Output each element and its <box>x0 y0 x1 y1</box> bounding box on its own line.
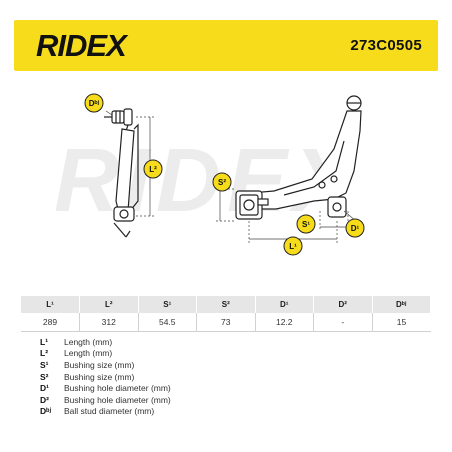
arm-top-view <box>235 95 362 220</box>
technical-drawing: RIDEX <box>14 71 438 286</box>
legend: L¹ Length (mm) L² Length (mm) S¹ Bushing… <box>40 336 171 417</box>
legend-description: Bushing size (mm) <box>64 371 135 382</box>
watermark-text: RIDEX <box>54 131 359 231</box>
legend-item: L¹ Length (mm) <box>40 336 171 348</box>
specs-header-cell: S² <box>196 296 256 313</box>
specs-table-wrap: L¹ L² S¹ S² D¹ D² Dᵇʲ 289 312 54.5 73 12… <box>21 296 431 332</box>
label-l1-text: L¹ <box>289 242 297 251</box>
label-d1: D¹ <box>345 218 365 238</box>
specs-value-cell: 12.2 <box>255 313 314 332</box>
dbj-leader <box>105 110 113 116</box>
label-s2-text: S² <box>218 178 226 187</box>
specs-header-cell: D² <box>313 296 373 313</box>
specs-header-cell: D¹ <box>255 296 314 313</box>
legend-symbol: Dᵇʲ <box>40 406 52 417</box>
specs-header-cell: Dᵇʲ <box>372 296 431 313</box>
label-s1: S¹ <box>296 214 316 234</box>
specs-header-cell: L¹ <box>21 296 80 313</box>
specs-value-cell: - <box>313 313 373 332</box>
specs-header-cell: S¹ <box>138 296 197 313</box>
label-dbj: Dᵇʲ <box>84 93 104 113</box>
label-dbj-text: Dᵇʲ <box>89 99 100 108</box>
legend-description: Length (mm) <box>64 348 113 359</box>
legend-symbol: S² <box>40 371 49 382</box>
legend-description: Length (mm) <box>64 336 113 347</box>
label-s2: S² <box>212 172 232 192</box>
legend-symbol: L¹ <box>40 336 49 347</box>
legend-item: S² Bushing size (mm) <box>40 371 171 383</box>
logo-text: RIDEX <box>36 30 129 60</box>
legend-item: D² Bushing hole diameter (mm) <box>40 394 171 406</box>
specs-value-cell: 15 <box>372 313 431 332</box>
legend-description: Bushing hole diameter (mm) <box>64 394 171 405</box>
legend-symbol: D² <box>40 394 49 405</box>
legend-symbol: D¹ <box>40 383 49 394</box>
specs-value-row: 289 312 54.5 73 12.2 - 15 <box>21 313 431 332</box>
specs-value-cell: 54.5 <box>138 313 197 332</box>
legend-description: Bushing hole diameter (mm) <box>64 383 171 394</box>
label-l2-text: L² <box>149 165 157 174</box>
specs-header-cell: L² <box>79 296 139 313</box>
specs-header-row: L¹ L² S¹ S² D¹ D² Dᵇʲ <box>21 296 431 313</box>
legend-symbol: L² <box>40 348 49 359</box>
legend-description: Ball stud diameter (mm) <box>64 406 155 417</box>
legend-symbol: S¹ <box>40 359 49 370</box>
ridex-logo: RIDEX <box>36 28 144 65</box>
arm-side-view <box>104 108 139 238</box>
label-d1-text: D¹ <box>351 224 360 233</box>
legend-item: L² Length (mm) <box>40 348 171 360</box>
label-l1: L¹ <box>283 236 303 256</box>
label-s1-text: S¹ <box>302 220 310 229</box>
part-number: 273C0505 <box>350 37 422 54</box>
legend-item: D¹ Bushing hole diameter (mm) <box>40 382 171 394</box>
specs-value-cell: 289 <box>21 313 80 332</box>
header-bar: RIDEX 273C0505 <box>14 20 438 71</box>
specs-value-cell: 73 <box>196 313 256 332</box>
legend-description: Bushing size (mm) <box>64 359 135 370</box>
label-l2: L² <box>143 159 163 179</box>
specs-value-cell: 312 <box>79 313 139 332</box>
legend-item: Dᵇʲ Ball stud diameter (mm) <box>40 406 171 418</box>
legend-item: S¹ Bushing size (mm) <box>40 359 171 371</box>
specs-table: L¹ L² S¹ S² D¹ D² Dᵇʲ 289 312 54.5 73 12… <box>21 296 431 332</box>
